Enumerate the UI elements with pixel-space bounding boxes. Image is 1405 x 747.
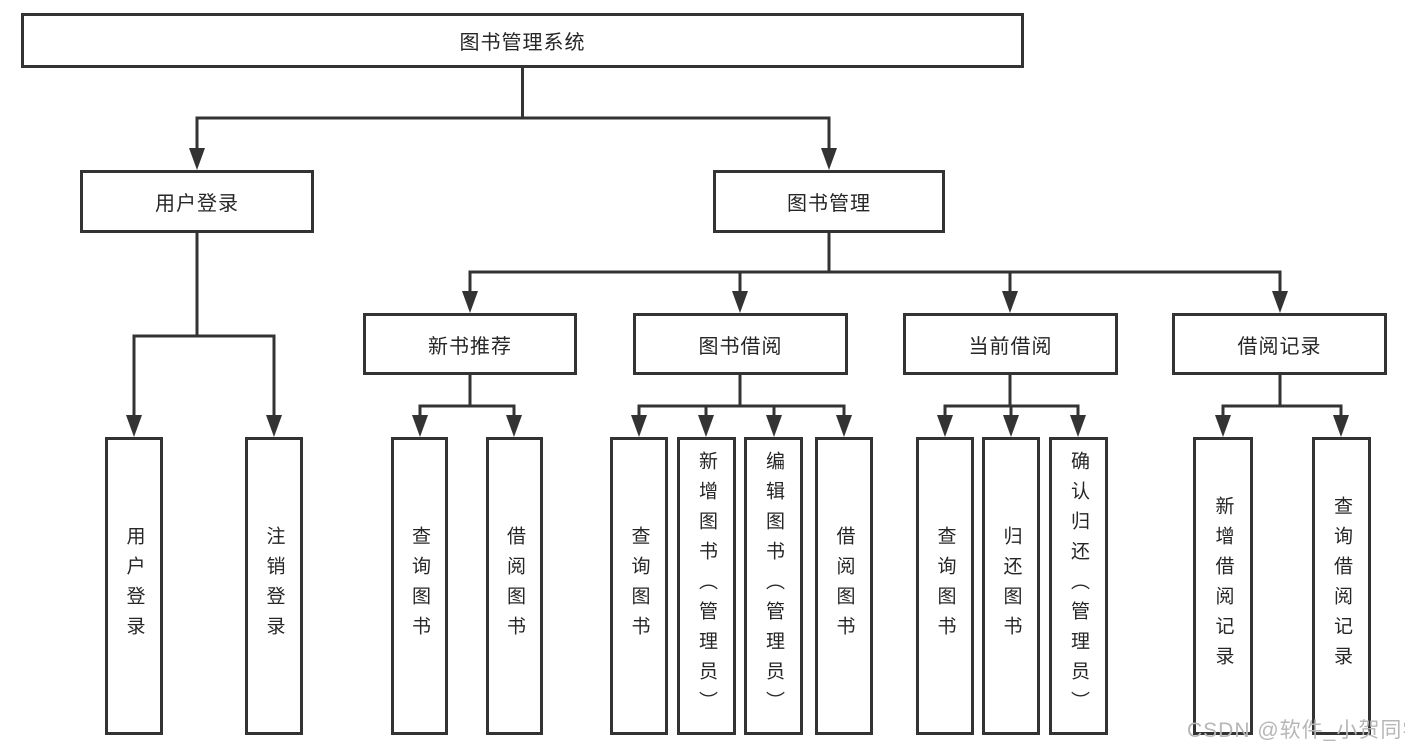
node-add-borrow-record: 新增借阅记录: [1193, 437, 1253, 735]
leaf-label: 用户登录: [123, 526, 145, 646]
arrowhead: [412, 415, 428, 437]
connector-user-login-branch: [126, 233, 282, 437]
arrowhead: [1215, 415, 1231, 437]
leaf-label: 借阅图书: [504, 526, 525, 646]
arrowhead: [937, 415, 953, 437]
leaf-label: 查询借阅记录: [1331, 496, 1352, 676]
leaf-label: 新增图书（管理员）: [696, 451, 717, 721]
connector-new-book-branch: [412, 375, 522, 437]
node-query-books-recommend: 查询图书: [391, 437, 448, 735]
leaf-label: 确认归还（管理员）: [1068, 451, 1089, 721]
node-logout-action: 注销登录: [245, 437, 303, 735]
node-user-login-action: 用户登录: [105, 437, 163, 735]
leaf-label: 借阅图书: [833, 526, 855, 646]
node-query-books-current: 查询图书: [916, 437, 974, 735]
node-query-borrow-record: 查询借阅记录: [1312, 437, 1371, 735]
arrowhead: [126, 415, 142, 437]
node-borrow-books-recommend: 借阅图书: [486, 437, 543, 735]
node-library-system: 图书管理系统: [21, 13, 1024, 68]
connector-book-management-branch: [462, 233, 1288, 313]
node-book-borrowing: 图书借阅: [633, 313, 848, 375]
node-borrow-books-borrow: 借阅图书: [815, 437, 873, 735]
connector-borrow-record-branch: [1215, 375, 1349, 437]
node-new-book-recommendation: 新书推荐: [363, 313, 577, 375]
arrowhead: [462, 291, 478, 313]
leaf-label: 注销登录: [263, 526, 285, 646]
leaf-label: 归还图书: [1000, 526, 1022, 646]
arrowhead: [1070, 415, 1086, 437]
arrowhead: [732, 291, 748, 313]
connector-root-to-level2: [189, 68, 837, 170]
node-borrowing-records: 借阅记录: [1172, 313, 1387, 375]
node-edit-books-admin: 编辑图书（管理员）: [744, 437, 803, 735]
node-current-borrowing: 当前借阅: [903, 313, 1118, 375]
arrowhead: [836, 415, 852, 437]
arrowhead: [821, 148, 837, 170]
arrowhead: [506, 415, 522, 437]
arrowhead: [189, 148, 205, 170]
node-book-management: 图书管理: [713, 170, 945, 233]
arrowhead: [631, 415, 647, 437]
node-return-books: 归还图书: [982, 437, 1040, 735]
node-user-login: 用户登录: [80, 170, 314, 233]
arrowhead: [1003, 415, 1019, 437]
connector-book-borrow-branch: [631, 375, 852, 437]
node-confirm-return-admin: 确认归还（管理员）: [1049, 437, 1108, 735]
node-query-books-borrow: 查询图书: [610, 437, 668, 735]
arrowhead: [1333, 415, 1349, 437]
arrowhead: [766, 415, 782, 437]
node-add-books-admin: 新增图书（管理员）: [677, 437, 736, 735]
leaf-label: 编辑图书（管理员）: [763, 451, 784, 721]
arrowhead: [698, 415, 714, 437]
watermark-text: CSDN @软件_小贺同学: [1187, 719, 1405, 742]
connector-current-borrow-branch: [937, 375, 1086, 437]
arrowhead: [1002, 291, 1018, 313]
leaf-label: 查询图书: [628, 526, 650, 646]
leaf-label: 新增借阅记录: [1212, 496, 1234, 676]
arrowhead: [1272, 291, 1288, 313]
leaf-label: 查询图书: [934, 526, 956, 646]
leaf-label: 查询图书: [409, 526, 430, 646]
arrowhead: [266, 415, 282, 437]
